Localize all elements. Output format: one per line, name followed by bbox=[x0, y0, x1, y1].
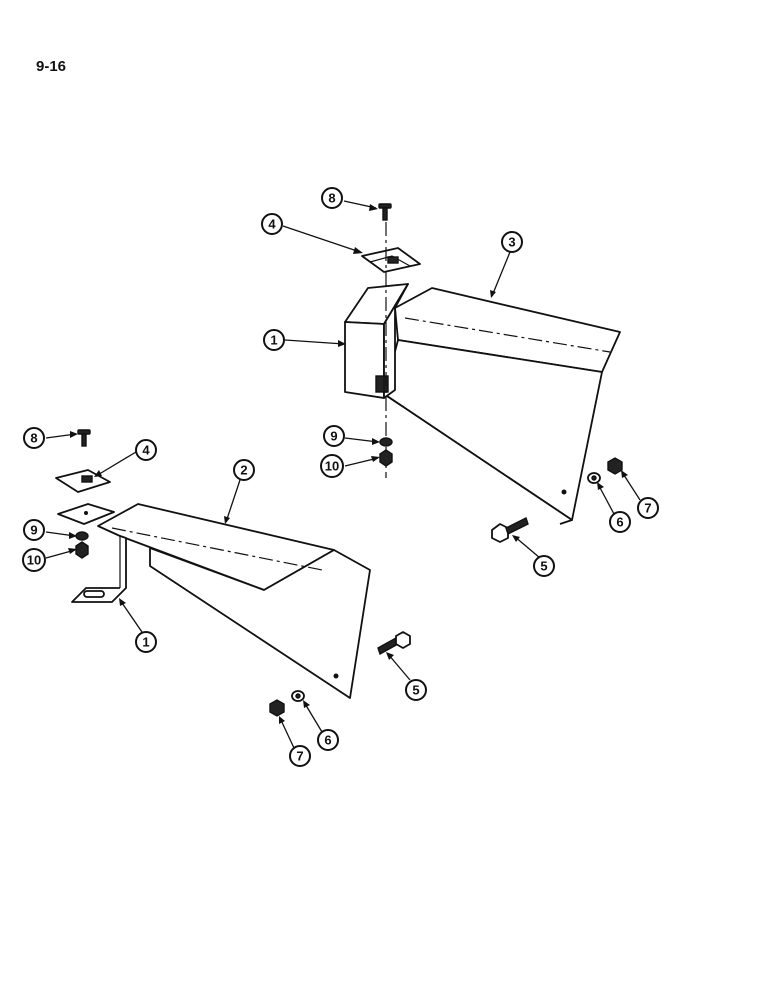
callout-c6a: 6 bbox=[609, 511, 631, 533]
washer-6-upper bbox=[587, 472, 601, 484]
bracket-1-lower bbox=[71, 535, 127, 603]
callout-c3: 3 bbox=[501, 231, 523, 253]
callout-c5a: 5 bbox=[533, 555, 555, 577]
callout-c4b: 4 bbox=[135, 439, 157, 461]
spacer-plate-lower bbox=[57, 503, 115, 525]
washer-6-lower bbox=[291, 690, 305, 702]
svg-text:2: 2 bbox=[240, 463, 247, 478]
callout-c10b: 10 bbox=[22, 548, 46, 572]
bolt-5-lower bbox=[377, 631, 411, 656]
svg-text:6: 6 bbox=[324, 733, 331, 748]
leader-lines bbox=[45, 200, 641, 749]
svg-text:6: 6 bbox=[616, 515, 623, 530]
svg-text:5: 5 bbox=[412, 683, 419, 698]
clip-4-lower bbox=[55, 469, 111, 493]
svg-text:8: 8 bbox=[328, 191, 335, 206]
shield-2 bbox=[97, 503, 371, 699]
nut-10-upper bbox=[379, 449, 393, 467]
nut-7-lower bbox=[269, 699, 285, 717]
svg-text:8: 8 bbox=[30, 431, 37, 446]
callout-c1a: 1 bbox=[263, 329, 285, 351]
svg-text:9: 9 bbox=[330, 429, 337, 444]
svg-text:10: 10 bbox=[27, 553, 41, 568]
callout-c1b: 1 bbox=[135, 631, 157, 653]
washer-9-upper bbox=[379, 437, 393, 447]
svg-text:7: 7 bbox=[296, 749, 303, 764]
svg-text:7: 7 bbox=[644, 501, 651, 516]
callout-c2: 2 bbox=[233, 459, 255, 481]
callout-c7b: 7 bbox=[289, 745, 311, 767]
callout-c8a: 8 bbox=[321, 187, 343, 209]
svg-text:4: 4 bbox=[142, 443, 150, 458]
callout-c7a: 7 bbox=[637, 497, 659, 519]
callout-c9b: 9 bbox=[23, 519, 45, 541]
callout-c4a: 4 bbox=[261, 213, 283, 235]
bolt-8-upper bbox=[378, 203, 392, 221]
callout-c9a: 9 bbox=[323, 425, 345, 447]
svg-text:9: 9 bbox=[30, 523, 37, 538]
svg-text:5: 5 bbox=[540, 559, 547, 574]
svg-text:3: 3 bbox=[508, 235, 515, 250]
callout-c10a: 10 bbox=[320, 454, 344, 478]
callout-c6b: 6 bbox=[317, 729, 339, 751]
clip-4-upper bbox=[361, 247, 421, 273]
svg-text:10: 10 bbox=[325, 459, 339, 474]
bracket-1-upper bbox=[344, 283, 409, 399]
svg-text:4: 4 bbox=[268, 217, 276, 232]
svg-text:1: 1 bbox=[142, 635, 149, 650]
bolt-8-lower bbox=[77, 429, 91, 447]
page-number: 9-16 bbox=[36, 58, 67, 75]
callout-c5b: 5 bbox=[405, 679, 427, 701]
washer-9-lower bbox=[75, 531, 89, 541]
nut-10-lower bbox=[75, 541, 89, 559]
shield-3 bbox=[383, 287, 621, 525]
nut-7-upper bbox=[607, 457, 623, 475]
svg-text:1: 1 bbox=[270, 333, 277, 348]
callout-c8b: 8 bbox=[23, 427, 45, 449]
bolt-5-upper bbox=[491, 517, 529, 543]
